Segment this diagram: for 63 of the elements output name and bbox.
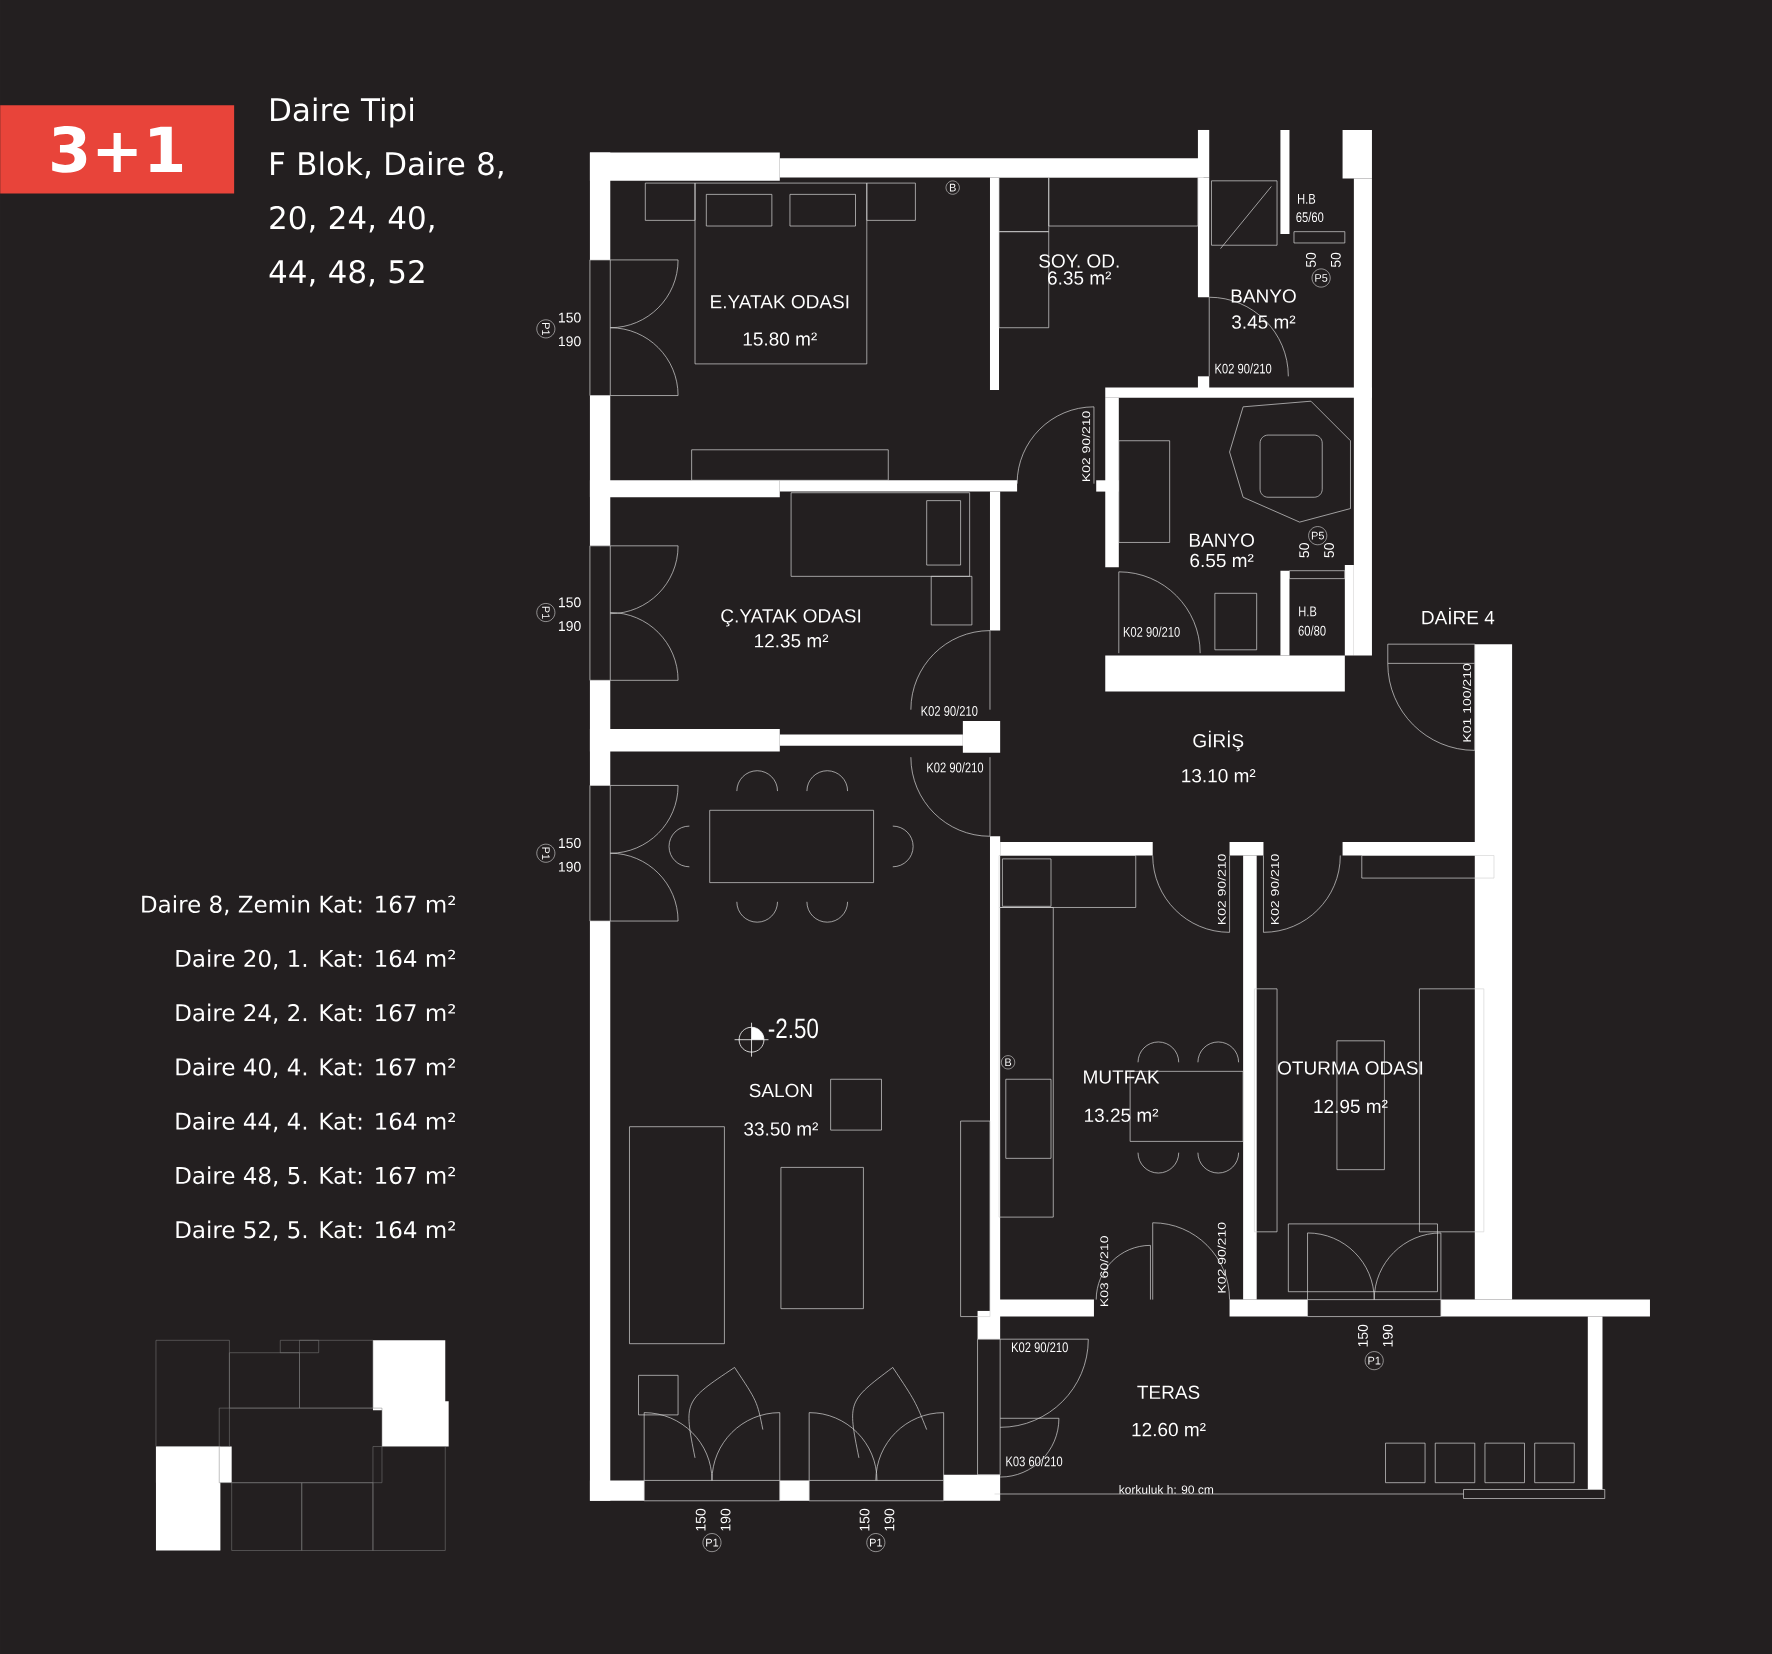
dimension: 190 bbox=[558, 861, 581, 872]
door-code: K02 90/210 bbox=[1217, 1222, 1226, 1293]
dimension: 190 bbox=[558, 621, 581, 632]
type-badge: 3+1 bbox=[0, 105, 235, 194]
room-label: TERAS 12.60 m² bbox=[1132, 1385, 1206, 1437]
dimension: 50 bbox=[1305, 252, 1316, 268]
dimension: 150 bbox=[558, 312, 581, 323]
window-tag: B bbox=[945, 180, 960, 195]
dimension: 150 bbox=[1357, 1324, 1368, 1347]
unit-area: Daire 20, 1. Kat: 164 m² bbox=[176, 949, 455, 970]
door-code: K01 100/210 bbox=[1462, 663, 1471, 742]
door-code: K02 90/210 bbox=[1123, 626, 1180, 637]
door-code: H.B bbox=[1299, 606, 1317, 617]
unit-area: Daire 24, 2. Kat: 167 m² bbox=[176, 1003, 455, 1024]
dimension: 50 bbox=[1324, 543, 1334, 558]
unit-area: Daire 52, 5. Kat: 164 m² bbox=[176, 1220, 455, 1241]
level-value: -2.50 bbox=[768, 1018, 818, 1039]
unit-area: Daire 44, 4. Kat: 164 m² bbox=[176, 1112, 455, 1133]
door-code: K03 60/210 bbox=[1100, 1236, 1109, 1307]
window-tag: P1 bbox=[866, 1533, 886, 1552]
title: Daire Tipi F Blok, Daire 8, 20, 24, 40, 44, 48, 52 bbox=[269, 97, 503, 287]
room-label: Ç.YATAK ODASI 12.35 m² bbox=[721, 609, 861, 648]
railing-note: korkuluk h: 90 cm bbox=[1119, 1485, 1214, 1494]
dimension: 150 bbox=[695, 1508, 706, 1531]
room-label: SOY. OD. 6.35 m² bbox=[1039, 254, 1119, 285]
unit-area: Daire 40, 4. Kat: 167 m² bbox=[176, 1057, 455, 1078]
dimension: 190 bbox=[884, 1508, 895, 1531]
room-label: BANYO 6.55 m² bbox=[1189, 533, 1254, 568]
door-code: 65/60 bbox=[1296, 211, 1324, 223]
unit-area: Daire 48, 5. Kat: 167 m² bbox=[176, 1166, 455, 1187]
room-label: E.YATAK ODASI 15.80 m² bbox=[711, 295, 849, 346]
door-code: K02 90/210 bbox=[927, 762, 984, 773]
window-tag: P5 bbox=[1311, 268, 1331, 288]
room-label: SALON 33.50 m² bbox=[744, 1083, 818, 1136]
room-label: BANYO 3.45 m² bbox=[1231, 289, 1296, 329]
door-code: K02 90/210 bbox=[1270, 854, 1279, 925]
door-code: K02 90/210 bbox=[1081, 411, 1091, 482]
room-label: GİRİŞ 13.10 m² bbox=[1182, 730, 1256, 783]
door-code: K02 90/210 bbox=[921, 705, 978, 716]
door-code: H.B bbox=[1298, 194, 1316, 204]
dimension: 150 bbox=[859, 1508, 870, 1531]
window-tag: P1 bbox=[536, 319, 556, 339]
dimension: 190 bbox=[720, 1508, 731, 1531]
dimension: 150 bbox=[558, 838, 581, 848]
door-code: K02 90/210 bbox=[1012, 1341, 1068, 1353]
neighbour-label: DAİRE 4 bbox=[1422, 607, 1495, 625]
door-code: K02 90/210 bbox=[1215, 363, 1272, 374]
dimension: 50 bbox=[1330, 252, 1341, 268]
room-label: OTURMA ODASI 12.95 m² bbox=[1278, 1061, 1423, 1114]
window-tag: P1 bbox=[536, 603, 556, 622]
dimension: 150 bbox=[558, 597, 581, 608]
door-code: 60/80 bbox=[1298, 625, 1326, 636]
dimension: 190 bbox=[1382, 1324, 1393, 1347]
dimension: 50 bbox=[1299, 543, 1310, 558]
unit-area: Daire 8, Zemin Kat: 167 m² bbox=[142, 895, 455, 916]
window-tag: P1 bbox=[536, 843, 556, 863]
window-tag: P1 bbox=[1364, 1351, 1384, 1370]
room-label: MUTFAK 13.25 m² bbox=[1084, 1070, 1160, 1123]
dimension: 190 bbox=[558, 336, 581, 347]
window-tag: P1 bbox=[702, 1533, 722, 1552]
door-code: K02 90/210 bbox=[1217, 854, 1226, 925]
door-code: K03 60/210 bbox=[1006, 1456, 1063, 1467]
window-tag: B bbox=[1001, 1055, 1015, 1070]
